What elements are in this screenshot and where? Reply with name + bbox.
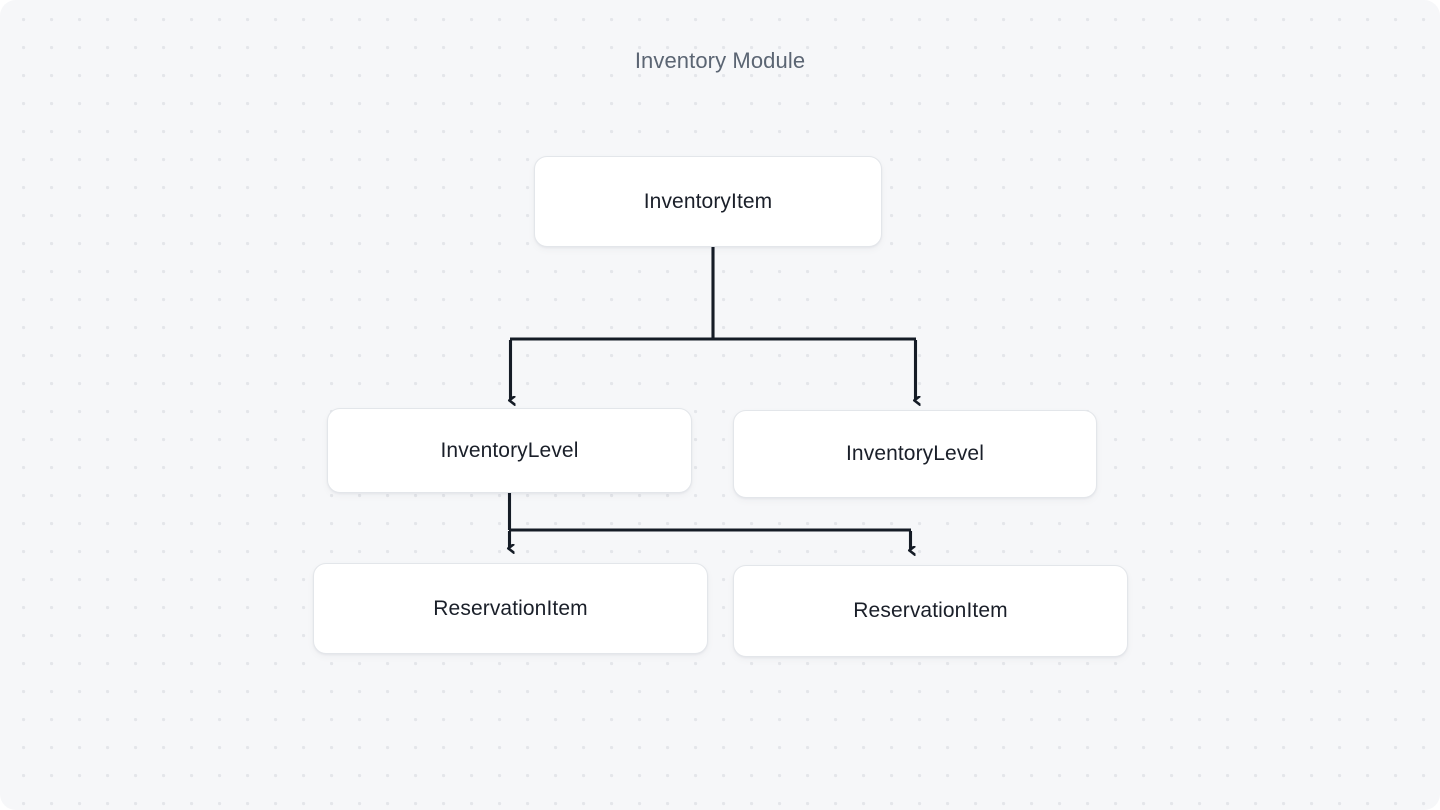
node-reservationitem-2[interactable]: ReservationItem <box>733 565 1128 657</box>
node-reservationitem-1[interactable]: ReservationItem <box>313 563 708 654</box>
node-label: ReservationItem <box>853 599 1008 622</box>
node-inventorylevel-2[interactable]: InventoryLevel <box>733 410 1097 498</box>
node-label: InventoryLevel <box>846 442 984 465</box>
node-inventorylevel-1[interactable]: InventoryLevel <box>327 408 692 493</box>
page-title: Inventory Module <box>634 48 806 73</box>
node-label: ReservationItem <box>433 596 588 620</box>
node-label: InventoryItem <box>643 189 773 213</box>
node-label: InventoryLevel <box>440 438 579 462</box>
node-inventoryitem[interactable]: InventoryItem <box>534 156 882 247</box>
